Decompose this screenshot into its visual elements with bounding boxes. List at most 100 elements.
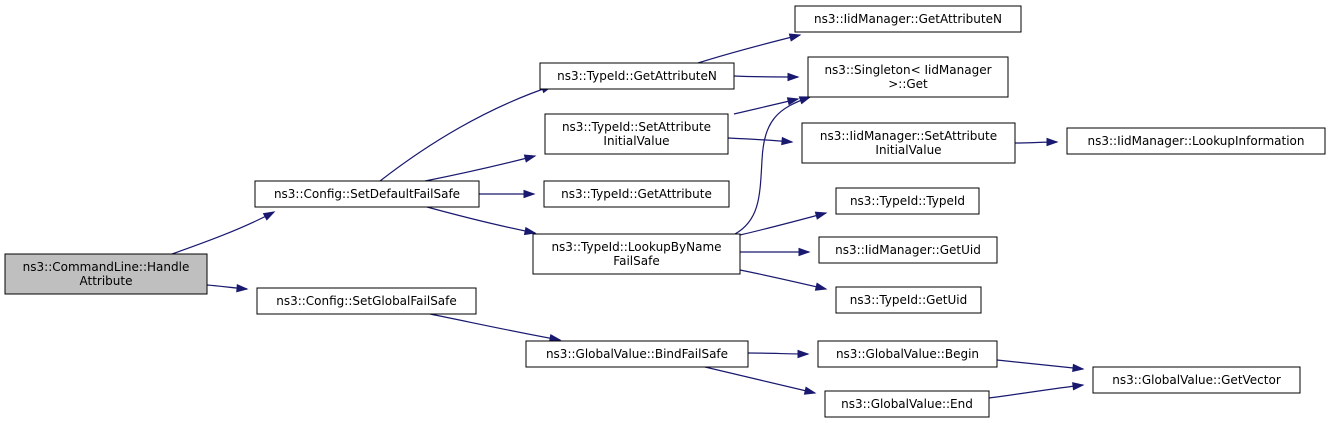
node-label-line: Attribute <box>80 274 133 288</box>
edge-typeid_lookup_by_name_failsafe-to-typeid_typeid <box>739 211 828 236</box>
edge-line <box>171 211 275 255</box>
node-label-line: ns3::GlobalValue::BindFailSafe <box>546 347 728 361</box>
node-box <box>807 56 1009 98</box>
node-box <box>544 113 729 155</box>
node-singleton-get[interactable]: ns3::Singleton< IidManager>::Get <box>807 56 1009 98</box>
edge-line <box>379 85 553 182</box>
node-box <box>817 340 998 368</box>
node-label-line: ns3::GlobalValue::Begin <box>836 347 979 361</box>
edge-typeid_lookup_by_name_failsafe-to-typeid_get_uid <box>739 269 828 291</box>
node-iidmanager-set-attribute-initial-value[interactable]: ns3::IidManager::SetAttributeInitialValu… <box>801 122 1016 164</box>
edge-arrowhead <box>797 349 810 359</box>
edge-line <box>426 206 536 234</box>
edge-globalvalue_end-to-globalvalue_get_vector <box>988 382 1085 399</box>
node-box <box>254 180 480 208</box>
node-label-line: ns3::Config::SetDefaultFailSafe <box>274 187 460 201</box>
node-iidmanager-lookup-information[interactable]: ns3::IidManager::LookupInformation <box>1066 127 1326 155</box>
edge-line <box>996 359 1084 370</box>
edge-arrowhead <box>798 247 811 257</box>
node-label-line: ns3::IidManager::GetUid <box>835 243 981 257</box>
node-label-line: ns3::Config::SetGlobalFailSafe <box>276 294 457 308</box>
edge-line <box>988 384 1084 399</box>
node-box <box>4 253 208 295</box>
edge-typeid_get_attribute_n-to-iidmanager_get_attribute_n <box>697 33 802 64</box>
edge-handle_attribute-to-set_default_failsafe <box>171 211 276 255</box>
edge-set_global_failsafe-to-globalvalue_bind_failsafe <box>429 313 562 343</box>
edge-globalvalue_begin-to-globalvalue_get_vector <box>996 359 1085 373</box>
node-iidmanager-get-uid[interactable]: ns3::IidManager::GetUid <box>818 236 998 264</box>
node-globalvalue-bind-failsafe[interactable]: ns3::GlobalValue::BindFailSafe <box>525 340 749 368</box>
node-label-line: InitialValue <box>875 143 941 157</box>
edge-arrowhead <box>523 189 536 199</box>
node-box <box>543 180 730 208</box>
edge-set_default_failsafe-to-typeid_lookup_by_name_failsafe <box>426 206 537 236</box>
edges-layer <box>171 33 1085 399</box>
node-iidmanager-get-attribute-n[interactable]: ns3::IidManager::GetAttributeN <box>794 5 1022 33</box>
node-label-line: >::Get <box>888 77 928 91</box>
node-box <box>818 236 998 264</box>
edge-arrowhead <box>236 284 249 293</box>
node-box <box>794 5 1022 33</box>
edge-arrowhead <box>788 33 802 42</box>
node-box <box>539 62 735 90</box>
node-label-line: ns3::GlobalValue::GetVector <box>1112 373 1281 387</box>
edge-arrowhead <box>786 97 800 106</box>
edge-line <box>704 366 816 394</box>
edge-arrowhead <box>798 96 812 105</box>
node-label-line: ns3::IidManager::GetAttributeN <box>814 12 1002 26</box>
edge-line <box>429 313 561 341</box>
node-label-line: ns3::TypeId::GetAttributeN <box>557 69 717 83</box>
edge-arrowhead <box>523 154 537 163</box>
edge-arrowhead <box>262 211 276 221</box>
edge-line <box>739 269 827 290</box>
edge-arrowhead <box>523 226 537 236</box>
edge-globalvalue_bind_failsafe-to-globalvalue_begin <box>747 349 810 359</box>
node-box <box>525 340 749 368</box>
edge-handle_attribute-to-set_global_failsafe <box>206 284 249 293</box>
node-box <box>1092 366 1301 394</box>
node-typeid-typeid[interactable]: ns3::TypeId::TypeId <box>835 187 980 215</box>
node-typeid-get-attribute-n[interactable]: ns3::TypeId::GetAttributeN <box>539 62 735 90</box>
node-label-line: ns3::IidManager::LookupInformation <box>1088 134 1305 148</box>
node-set-default-failsafe[interactable]: ns3::Config::SetDefaultFailSafe <box>254 180 480 208</box>
edge-iidmanager_set_attribute_initial_value-to-iidmanager_lookup_information <box>1014 137 1059 147</box>
edge-typeid_set_attribute_initial_value-to-singleton_get <box>733 97 800 115</box>
edge-typeid_get_attribute_n-to-singleton_get <box>733 72 800 82</box>
node-typeid-get-uid[interactable]: ns3::TypeId::GetUid <box>835 286 982 314</box>
node-set-global-failsafe[interactable]: ns3::Config::SetGlobalFailSafe <box>256 287 477 315</box>
node-globalvalue-end[interactable]: ns3::GlobalValue::End <box>824 390 990 418</box>
node-label-line: ns3::GlobalValue::End <box>841 397 973 411</box>
node-box <box>835 187 980 215</box>
node-label-line: ns3::TypeId::GetAttribute <box>561 187 712 201</box>
edge-typeid_lookup_by_name_failsafe-to-iidmanager_get_uid <box>740 247 811 257</box>
edge-set_default_failsafe-to-typeid_set_attribute_initial_value <box>424 154 537 182</box>
nodes-layer: ns3::CommandLine::HandleAttributens3::Co… <box>4 5 1326 418</box>
node-label-line: ns3::Singleton< IidManager <box>824 63 991 77</box>
edge-arrowhead <box>814 211 828 220</box>
edge-line <box>424 155 536 182</box>
edge-globalvalue_bind_failsafe-to-globalvalue_end <box>704 366 817 395</box>
node-typeid-get-attribute[interactable]: ns3::TypeId::GetAttribute <box>543 180 730 208</box>
node-label-line: ns3::TypeId::TypeId <box>850 194 965 208</box>
edge-arrowhead <box>787 72 800 82</box>
node-label-line: InitialValue <box>603 134 669 148</box>
node-box <box>801 122 1016 164</box>
node-box <box>1066 127 1326 155</box>
node-box <box>835 286 982 314</box>
edge-arrowhead <box>1072 363 1085 373</box>
node-label-line: ns3::CommandLine::Handle <box>23 260 190 274</box>
node-globalvalue-get-vector[interactable]: ns3::GlobalValue::GetVector <box>1092 366 1301 394</box>
node-label-line: ns3::IidManager::SetAttribute <box>820 129 997 143</box>
edge-arrowhead <box>1072 382 1085 391</box>
edge-arrowhead <box>1046 137 1059 147</box>
edge-line <box>697 34 801 64</box>
node-label-line: FailSafe <box>613 254 659 268</box>
node-label-line: ns3::TypeId::GetUid <box>850 293 968 307</box>
node-box <box>824 390 990 418</box>
edge-set_default_failsafe-to-typeid_get_attribute_n <box>379 85 554 182</box>
node-globalvalue-begin[interactable]: ns3::GlobalValue::Begin <box>817 340 998 368</box>
